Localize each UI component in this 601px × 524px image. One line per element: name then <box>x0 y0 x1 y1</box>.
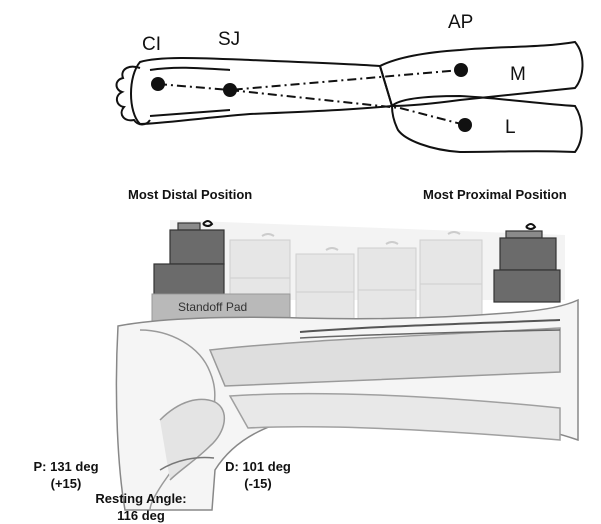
resting-angle-value: 116 deg <box>86 507 196 524</box>
proximal-cable-icon <box>526 224 535 229</box>
resting-angle-block: Resting Angle: 116 deg <box>86 490 196 524</box>
sj-point <box>223 83 237 97</box>
m-point <box>454 63 468 77</box>
transducer-faded-3 <box>358 248 416 290</box>
phalanx-inner-contour <box>150 68 230 70</box>
p-angle-block: P: 131 deg (+15) <box>26 458 106 492</box>
transducer-faded-2 <box>296 254 354 292</box>
phalanx-inner-contour-2 <box>150 110 230 116</box>
l-point <box>458 118 472 132</box>
most-distal-position-label: Most Distal Position <box>128 187 252 202</box>
transducer-faded-1 <box>230 240 290 278</box>
distal-transducer-cap <box>178 223 200 230</box>
transducer-faded-4 <box>420 240 482 284</box>
d-delta-text: (-15) <box>210 475 306 492</box>
distal-transducer-base <box>154 264 224 294</box>
axis-line-l <box>230 90 465 125</box>
most-proximal-position-label: Most Proximal Position <box>423 187 567 202</box>
ap-label: AP <box>448 12 473 34</box>
transducer-faded-4-base <box>420 284 482 320</box>
ci-label: CI <box>142 34 161 56</box>
proximal-transducer-base <box>494 270 560 302</box>
axis-line-m <box>158 70 461 90</box>
d-angle-block: D: 101 deg (-15) <box>210 458 306 492</box>
d-angle-text: D: 101 deg <box>210 458 306 475</box>
resting-angle-label: Resting Angle: <box>86 490 196 507</box>
l-label: L <box>505 117 516 139</box>
proximal-transducer-cap <box>506 231 542 238</box>
ci-point <box>151 77 165 91</box>
standoff-pad-label: Standoff Pad <box>178 300 247 314</box>
proximal-transducer-top <box>500 238 556 270</box>
distal-transducer-top <box>170 230 224 264</box>
m-label: M <box>510 64 526 86</box>
sj-label: SJ <box>218 29 240 51</box>
distal-transducer <box>154 221 224 294</box>
p-angle-text: P: 131 deg <box>26 458 106 475</box>
leg-illustration <box>116 300 578 510</box>
